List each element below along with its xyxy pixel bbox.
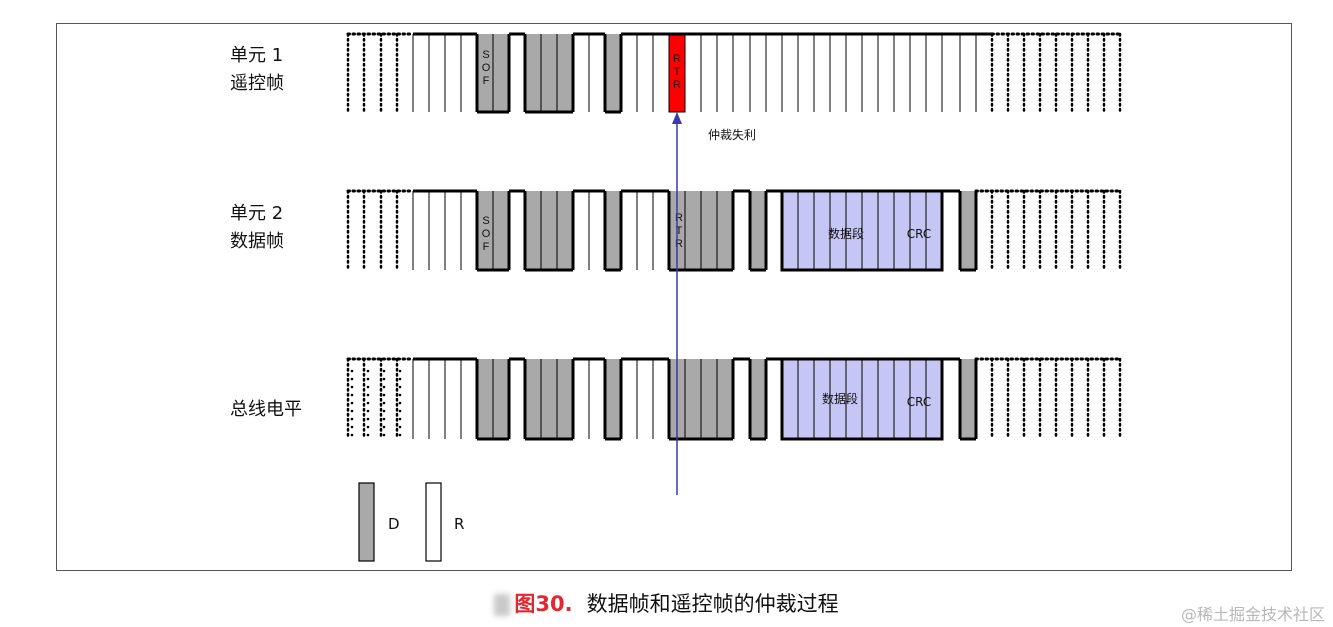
row3-idle-dot-2-387 — [382, 385, 386, 389]
row2-bit-fill-6 — [960, 191, 976, 270]
row2-label: 单元 2 数据帧 — [230, 200, 284, 256]
row3-idle-dot-2-403 — [382, 401, 386, 405]
row2-sof-letter-2: F — [483, 241, 490, 253]
row3-data-field-box — [780, 357, 944, 441]
row2-bit-fill-4 — [750, 191, 766, 270]
row3-idle-dot-3-435 — [398, 433, 402, 437]
row3-idle-dot-1-379 — [366, 377, 370, 381]
caption-text: 数据帧和遥控帧的仲裁过程 — [586, 592, 839, 616]
row1-rtr-letter-2: R — [673, 79, 681, 91]
row3-idle-dot-0-419 — [350, 417, 354, 421]
row3-idle-dot-2-427 — [382, 425, 386, 429]
row1-bit-fill-1 — [525, 34, 573, 112]
row3-idle-dot-2-411 — [382, 409, 386, 413]
row1-bit-fill-2 — [605, 34, 621, 112]
legend-recessive-label: R — [454, 515, 465, 533]
row3-idle-dot-3-387 — [398, 385, 402, 389]
legend-dominant-swatch — [358, 482, 375, 562]
diagram-frame — [56, 23, 1292, 571]
row3-bit-fill-1 — [525, 359, 573, 439]
row3-data-field-label: 数据段 — [822, 391, 858, 406]
row1-label-type: 遥控帧 — [230, 73, 284, 94]
row3-bit-fill-4 — [750, 359, 766, 439]
row3-idle-dot-3-395 — [398, 393, 402, 397]
row1-sof-letter-0: S — [482, 49, 489, 61]
row3-idle-dot-3-403 — [398, 401, 402, 405]
row2-label-unit: 单元 2 — [230, 203, 284, 224]
legend-dominant-label: D — [388, 515, 400, 533]
row3-idle-dot-2-435 — [382, 433, 386, 437]
row2-sof-letter-0: S — [482, 215, 489, 227]
watermark: @稀土掘金技术社区 — [1180, 605, 1325, 624]
row2-sof-letter-1: O — [482, 228, 491, 240]
row3-idle-dot-3-411 — [398, 409, 402, 413]
row3-crc-label: CRC — [907, 395, 932, 409]
row1-rtr-letter-1: T — [674, 66, 681, 78]
row3-label-bus: 总线电平 — [230, 399, 302, 420]
row2-bit-fill-1 — [525, 191, 573, 270]
caption-blur-mark — [494, 594, 511, 616]
row3-bit-fill-6 — [960, 359, 976, 439]
row3-idle-dot-3-371 — [398, 369, 402, 373]
row3-label: 总线电平 — [230, 396, 302, 424]
row3-idle-dot-0-371 — [350, 369, 354, 373]
row3-idle-dot-1-427 — [366, 425, 370, 429]
row3-idle-dot-1-435 — [366, 433, 370, 437]
row3-bit-fill-2 — [605, 359, 621, 439]
row3-idle-dot-2-419 — [382, 417, 386, 421]
row3-idle-dot-3-419 — [398, 417, 402, 421]
figure-caption: 图30. 数据帧和遥控帧的仲裁过程 — [0, 588, 1333, 618]
row3-idle-dot-3-379 — [398, 377, 402, 381]
row2-crc-label: CRC — [907, 227, 932, 241]
row3-idle-dot-3-427 — [398, 425, 402, 429]
caption-number: 图30. — [514, 592, 573, 616]
row2-rtr-letter-1: T — [676, 225, 683, 237]
row3-idle-dot-1-411 — [366, 409, 370, 413]
row3-idle-dot-2-371 — [382, 369, 386, 373]
row3-idle-dot-0-379 — [350, 377, 354, 381]
row3-idle-dot-1-371 — [366, 369, 370, 373]
row3-idle-dot-2-395 — [382, 393, 386, 397]
row2-rtr-letter-2: R — [675, 238, 683, 250]
row1-sof-letter-1: O — [482, 62, 491, 74]
arbitration-arrow-head — [672, 112, 682, 124]
row2-data-field-box — [780, 189, 944, 272]
row1-label: 单元 1 遥控帧 — [230, 42, 284, 98]
row3-idle-dot-0-427 — [350, 425, 354, 429]
row3-idle-dot-1-395 — [366, 393, 370, 397]
row2-rtr-letter-0: R — [675, 212, 683, 224]
row3-idle-dot-1-403 — [366, 401, 370, 405]
row3-idle-dot-2-379 — [382, 377, 386, 381]
row3-idle-dot-0-395 — [350, 393, 354, 397]
row3-idle-dot-0-403 — [350, 401, 354, 405]
legend-recessive-swatch — [425, 482, 442, 562]
row3-idle-dot-0-411 — [350, 409, 354, 413]
row3-idle-dot-0-387 — [350, 385, 354, 389]
row2-bit-fill-2 — [605, 191, 621, 270]
arbitration-note: 仲裁失利 — [708, 127, 756, 142]
row3-idle-dot-0-435 — [350, 433, 354, 437]
row1-sof-letter-2: F — [483, 75, 490, 87]
row1-rtr-letter-0: R — [673, 53, 681, 65]
row1-label-unit: 单元 1 — [230, 45, 284, 66]
row2-data-field-label: 数据段 — [828, 226, 864, 241]
row1-bit-fill-3 — [669, 34, 685, 112]
row3-idle-dot-1-419 — [366, 417, 370, 421]
row3-idle-dot-1-387 — [366, 385, 370, 389]
row2-label-type: 数据帧 — [230, 231, 284, 252]
